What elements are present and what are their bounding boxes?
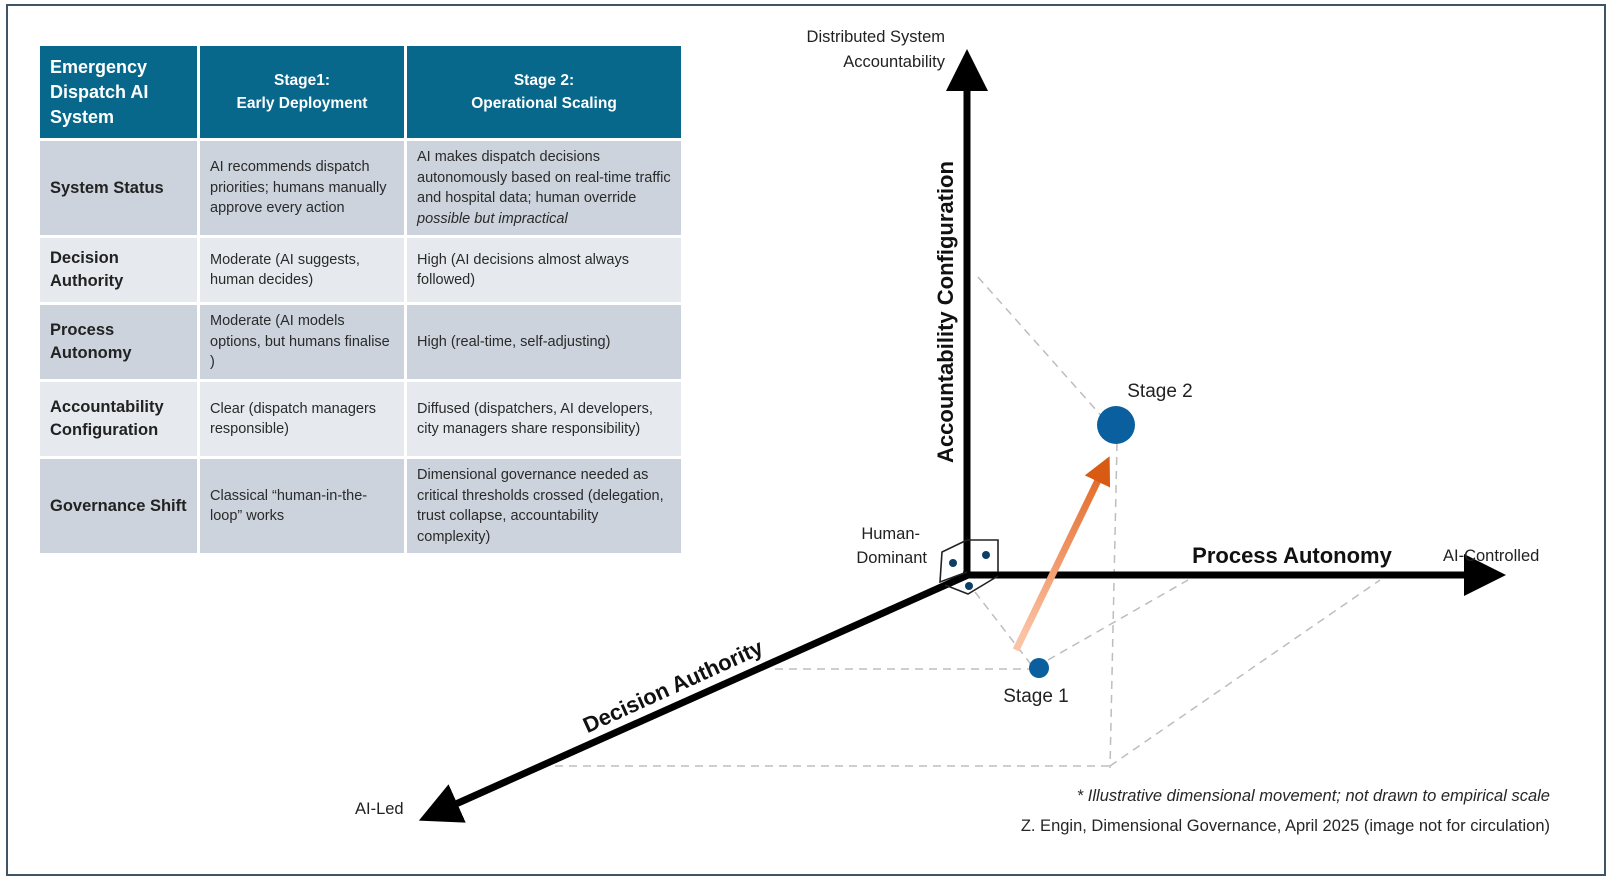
table-row-accountability-configuration: Accountability Configuration Clear (disp… <box>37 379 684 459</box>
table-header-row: Emergency Dispatch AI System Stage1: Ear… <box>37 43 684 141</box>
origin-label-line2: Dominant <box>856 549 927 567</box>
guide-line <box>1047 579 1189 661</box>
row-label: Governance Shift <box>37 456 200 556</box>
header-stage-2: Stage 2: Operational Scaling <box>404 43 684 141</box>
header-stage-2-subtitle: Operational Scaling <box>471 95 617 112</box>
row-label: Accountability Configuration <box>37 379 200 459</box>
movement-arrow <box>1012 456 1111 652</box>
cell-text: AI makes dispatch decisions autonomously… <box>417 149 671 206</box>
footnote: * Illustrative dimensional movement; not… <box>1076 787 1550 805</box>
row-label: Decision Authority <box>37 235 200 305</box>
depth-axis-title: Decision Authority <box>579 634 767 738</box>
header-stage-2-title: Stage 2: <box>513 72 575 89</box>
cell-stage-1: Clear (dispatch managers responsible) <box>197 379 407 459</box>
table-row-governance-shift: Governance Shift Classical “human-in-the… <box>37 456 684 556</box>
table-row-process-autonomy: Process Autonomy Moderate (AI models opt… <box>37 302 684 382</box>
depth-axis-arrow <box>418 571 970 823</box>
guide-line <box>1109 442 1118 769</box>
origin-cube-icon <box>939 539 999 595</box>
row-label: System Status <box>37 138 200 238</box>
vertical-axis-end-label-line1: Distributed System <box>807 28 945 46</box>
cell-stage-2: High (real-time, self-adjusting) <box>404 302 684 382</box>
header-stage-1-subtitle: Early Deployment <box>236 95 368 112</box>
cell-stage-2: Dimensional governance needed as critica… <box>404 456 684 556</box>
guide-line <box>974 591 1034 668</box>
credit-line: Z. Engin, Dimensional Governance, April … <box>1020 817 1550 835</box>
stage-2-point <box>1097 406 1135 444</box>
vertical-axis-end-label-line2: Accountability <box>843 53 946 71</box>
vertical-axis-title: Accountability Configuration <box>933 161 958 463</box>
cell-stage-2: AI makes dispatch decisions autonomously… <box>404 138 684 238</box>
guide-line <box>977 276 1106 421</box>
comparison-table: Emergency Dispatch AI System Stage1: Ear… <box>37 43 684 556</box>
horizontal-axis-title: Process Autonomy <box>1192 543 1392 568</box>
guide-lines <box>555 276 1381 769</box>
origin-label-line1: Human- <box>861 525 920 543</box>
table-corner-header: Emergency Dispatch AI System <box>37 43 200 141</box>
cell-stage-1: Moderate (AI models options, but humans … <box>197 302 407 382</box>
origin-dot <box>949 559 957 567</box>
origin-dot <box>982 551 990 559</box>
guide-line <box>1109 579 1381 767</box>
cell-stage-1: AI recommends dispatch priorities; human… <box>197 138 407 238</box>
horizontal-axis-end-label: AI-Controlled <box>1443 547 1539 565</box>
origin-dot <box>965 582 973 590</box>
cell-stage-1: Moderate (AI suggests, human decides) <box>197 235 407 305</box>
cell-stage-1: Classical “human-in-the-loop” works <box>197 456 407 556</box>
table-row-decision-authority: Decision Authority Moderate (AI suggests… <box>37 235 684 305</box>
cell-stage-2: High (AI decisions almost always followe… <box>404 235 684 305</box>
header-stage-1-title: Stage1: <box>274 72 330 89</box>
stage-1-label: Stage 1 <box>1003 686 1069 707</box>
stage-2-label: Stage 2 <box>1127 381 1193 402</box>
table-row-system-status: System Status AI recommends dispatch pri… <box>37 138 684 238</box>
stage-1-point <box>1029 658 1049 678</box>
cell-stage-2: Diffused (dispatchers, AI developers, ci… <box>404 379 684 459</box>
row-label: Process Autonomy <box>37 302 200 382</box>
header-stage-1: Stage1: Early Deployment <box>197 43 407 141</box>
cell-emphasis: possible but impractical <box>417 210 568 227</box>
depth-axis-end-label: AI-Led <box>355 800 404 818</box>
